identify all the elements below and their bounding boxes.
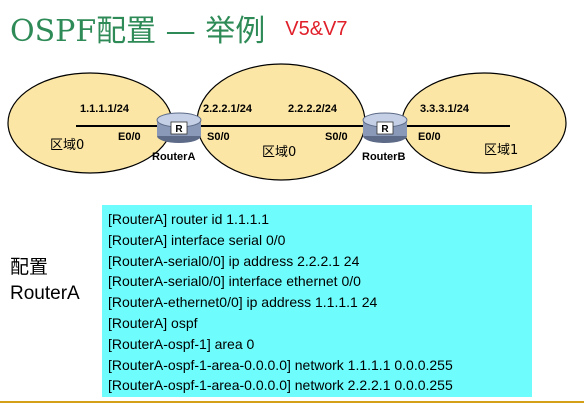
network-diagram: R R 1.1.1.1/24 E0/0 2.2.2.1/24 S0/0 2.2.… xyxy=(7,63,567,181)
area-middle-label: 区域0 xyxy=(262,145,296,160)
ip-label-2-2-2-2: 2.2.2.2/24 xyxy=(288,103,338,115)
ip-label-1-1-1-1: 1.1.1.1/24 xyxy=(80,103,130,115)
bottom-divider xyxy=(0,401,584,403)
side-label-line1: 配置 xyxy=(10,257,49,278)
router-b-badge: R xyxy=(381,124,389,135)
config-line: [RouterA-serial0/0] interface ethernet 0… xyxy=(108,273,361,290)
side-label-line2: RouterA xyxy=(10,283,80,304)
area-right-ellipse xyxy=(401,72,567,174)
if-label-a-s0: S0/0 xyxy=(207,131,230,143)
title-main: OSPF配置 — 举例 xyxy=(10,14,266,49)
area-left-ellipse xyxy=(7,72,173,174)
config-line: [RouterA-ospf-1-area-0.0.0.0] network 2.… xyxy=(108,377,453,394)
config-line: [RouterA-ethernet0/0] ip address 1.1.1.1… xyxy=(108,294,378,311)
config-box: [RouterA] router id 1.1.1.1 [RouterA] in… xyxy=(102,205,532,397)
config-line: [RouterA] router id 1.1.1.1 xyxy=(108,211,270,227)
if-label-b-s0: S0/0 xyxy=(325,131,348,143)
router-b-icon: R xyxy=(362,112,408,143)
router-a-badge: R xyxy=(175,124,183,135)
config-line: [RouterA] ospf xyxy=(108,314,198,331)
config-line: [RouterA-serial0/0] ip address 2.2.2.1 2… xyxy=(108,252,360,269)
config-line: [RouterA-ospf-1-area-0.0.0.0] network 1.… xyxy=(108,356,453,373)
area-middle-ellipse xyxy=(196,63,366,181)
router-a-icon: R xyxy=(156,112,202,143)
if-label-b-e0: E0/0 xyxy=(418,131,441,143)
router-b-label: RouterB xyxy=(362,151,405,163)
router-a-label: RouterA xyxy=(152,151,195,163)
slide-title: OSPF配置 — 举例 V5&V7 xyxy=(10,6,348,50)
config-line: [RouterA-ospf-1] area 0 xyxy=(108,335,255,352)
config-line: [RouterA] interface serial 0/0 xyxy=(108,231,286,248)
if-label-a-e0: E0/0 xyxy=(118,131,141,143)
ip-label-3-3-3-1: 3.3.3.1/24 xyxy=(420,103,470,115)
title-suffix: V5&V7 xyxy=(285,18,348,40)
ip-label-2-2-2-1: 2.2.2.1/24 xyxy=(203,103,253,115)
side-label: 配置 RouterA xyxy=(10,255,80,307)
area-left-label: 区域0 xyxy=(50,138,84,153)
area-right-label: 区域1 xyxy=(484,143,518,158)
